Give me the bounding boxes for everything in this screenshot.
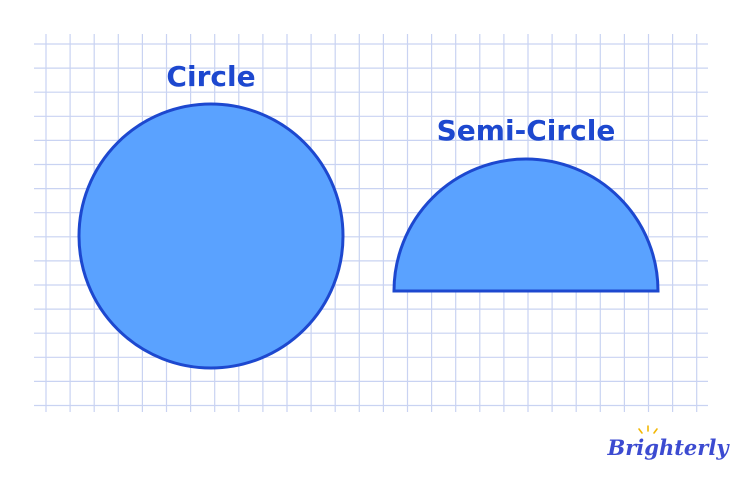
- circle-shape: [77, 102, 345, 370]
- brand-logo: Brighterly: [606, 425, 730, 460]
- circle-label: Circle: [166, 60, 255, 93]
- semicircle-label: Semi-Circle: [437, 114, 616, 147]
- brand-name: Brighterly: [606, 435, 730, 460]
- sparkle-icon: [638, 425, 658, 434]
- semicircle-shape: [392, 157, 660, 293]
